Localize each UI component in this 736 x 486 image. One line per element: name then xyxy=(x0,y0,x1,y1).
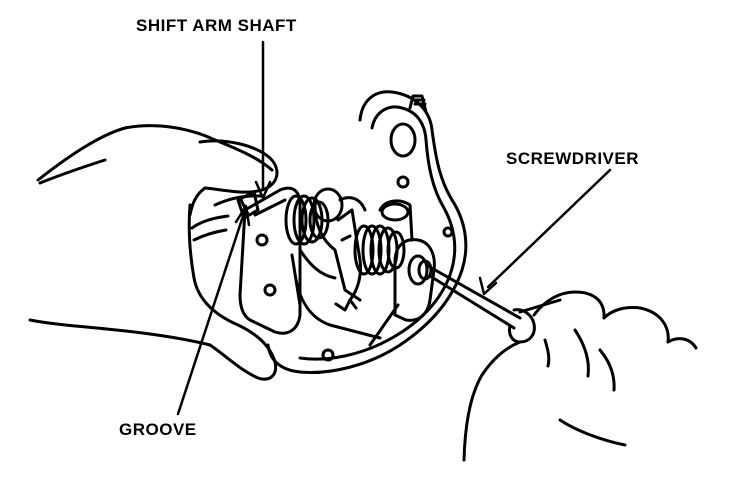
leader-lines xyxy=(176,40,612,416)
upper-boss xyxy=(378,199,414,242)
fork-lever xyxy=(334,208,362,312)
left-hand xyxy=(28,124,279,381)
screwdriver-arrowhead xyxy=(478,276,498,296)
screwdriver xyxy=(426,264,562,344)
shaft-end xyxy=(417,259,433,281)
shift-lever-housing xyxy=(266,90,468,374)
shift-arm xyxy=(290,187,382,340)
rear-plate xyxy=(368,238,436,347)
shift-arm-shaft-arrowhead xyxy=(254,180,272,200)
screwdriver-label: SCREWDRIVER xyxy=(506,149,640,168)
screwdriver-leader xyxy=(486,168,612,289)
groove-leader xyxy=(176,208,247,416)
front-plate xyxy=(236,186,302,335)
right-hand xyxy=(462,290,698,462)
groove-arrowhead xyxy=(234,204,251,227)
groove-label: GROOVE xyxy=(119,420,197,439)
shift-arm-shaft-label: SHIFT ARM SHAFT xyxy=(136,16,297,35)
